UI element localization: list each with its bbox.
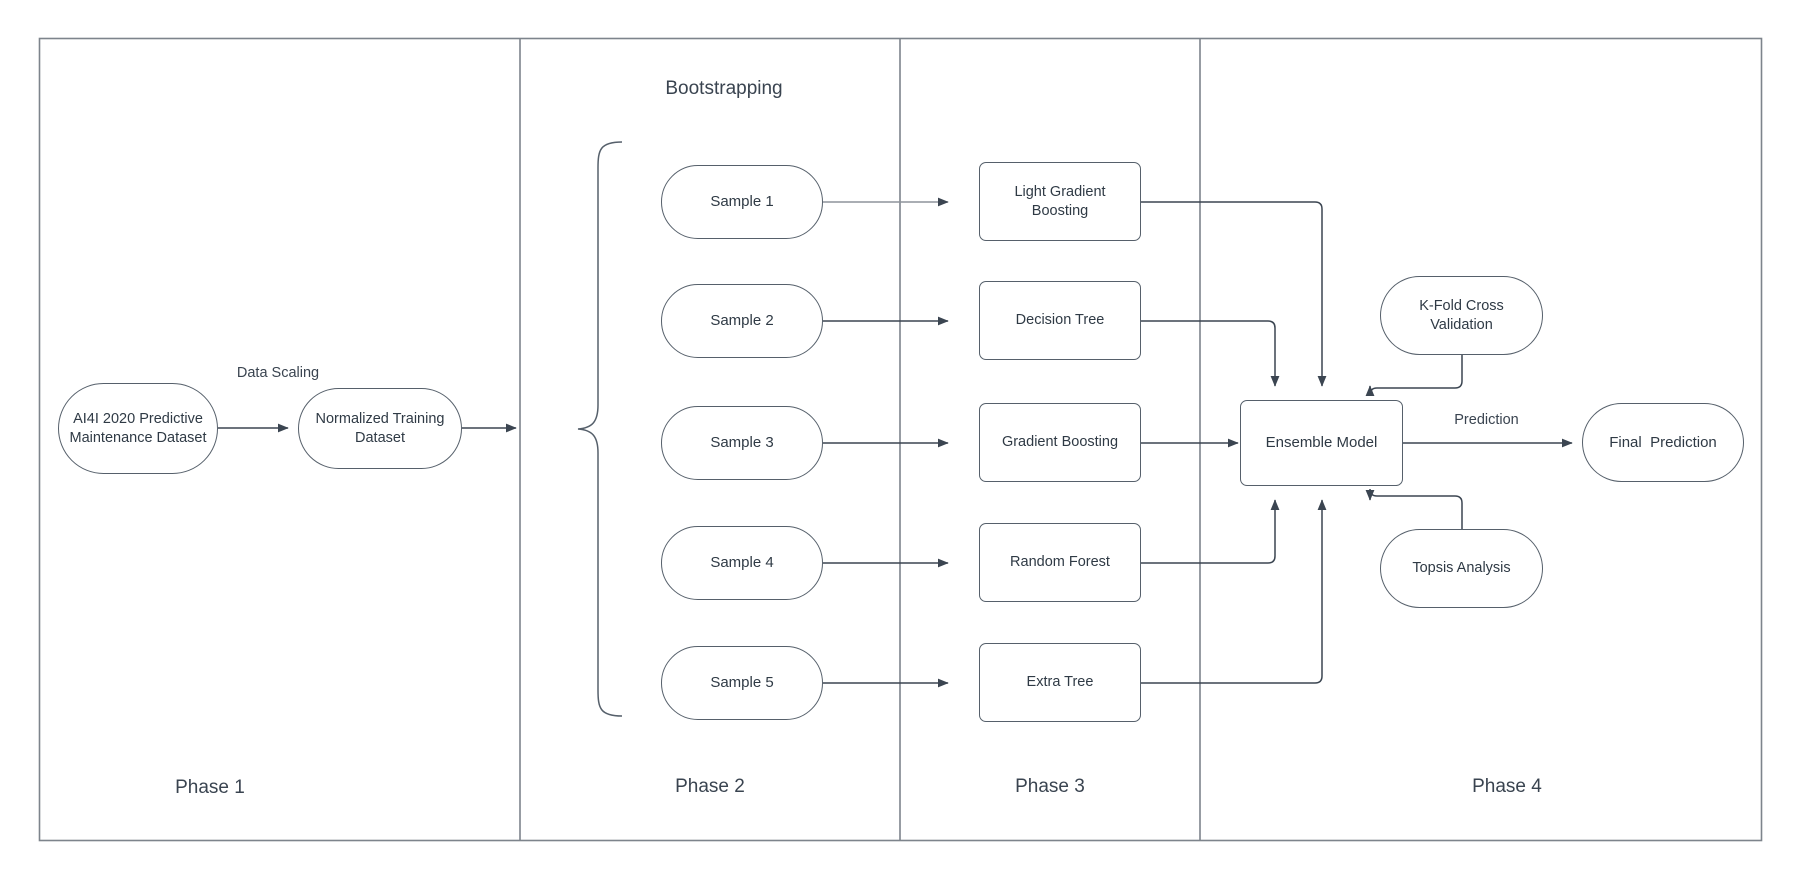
node-sample-3-label: Sample 3 xyxy=(710,434,774,452)
phase-label-1: Phase 1 xyxy=(175,777,245,798)
node-extra-tree-label: Extra Tree xyxy=(1026,674,1094,691)
node-sample-1-label: Sample 1 xyxy=(710,193,774,211)
node-ensemble-model-label: Ensemble Model xyxy=(1265,434,1378,452)
node-decision-tree-label: Decision Tree xyxy=(1015,312,1105,329)
edge-extratree-to-ensemble xyxy=(1141,499,1327,684)
edge-dtree-to-ensemble xyxy=(1141,320,1280,387)
node-topsis-analysis-label: Topsis Analysis xyxy=(1412,560,1511,577)
node-ensemble-model[interactable]: Ensemble Model xyxy=(1240,400,1403,486)
node-sample-4[interactable]: Sample 4 xyxy=(661,526,823,600)
bootstrapping-caption: Bootstrapping xyxy=(665,78,783,99)
node-sample-3[interactable]: Sample 3 xyxy=(661,406,823,480)
node-decision-tree[interactable]: Decision Tree xyxy=(979,281,1141,360)
node-sample-1[interactable]: Sample 1 xyxy=(661,165,823,239)
edge-label-data-scaling: Data Scaling xyxy=(236,365,320,381)
node-sample-5[interactable]: Sample 5 xyxy=(661,646,823,720)
node-final-prediction[interactable]: Final Prediction xyxy=(1582,403,1744,482)
node-normalized-dataset-label: Normalized Training Dataset xyxy=(315,410,445,446)
edge-rf-to-ensemble xyxy=(1141,499,1280,564)
node-gradient-boosting[interactable]: Gradient Boosting xyxy=(979,403,1141,482)
node-final-prediction-label: Final Prediction xyxy=(1609,433,1717,451)
node-sample-2-label: Sample 2 xyxy=(710,312,774,330)
node-kfold-cross-validation-label: K-Fold Cross Validation xyxy=(1419,297,1504,333)
node-ai4i-dataset-label: AI4I 2020 Predictive Maintenance Dataset xyxy=(69,410,207,446)
outer-frame xyxy=(38,37,1763,842)
edge-label-prediction: Prediction xyxy=(1454,412,1519,428)
node-gradient-boosting-label: Gradient Boosting xyxy=(1001,434,1119,451)
node-extra-tree[interactable]: Extra Tree xyxy=(979,643,1141,722)
node-light-gradient-boosting[interactable]: Light Gradient Boosting xyxy=(979,162,1141,241)
node-random-forest-label: Random Forest xyxy=(1010,554,1110,571)
phase-label-4: Phase 4 xyxy=(1472,776,1542,797)
edge-lgb-to-ensemble xyxy=(1141,201,1327,387)
node-random-forest[interactable]: Random Forest xyxy=(979,523,1141,602)
node-topsis-analysis[interactable]: Topsis Analysis xyxy=(1380,529,1543,608)
edge-topsis-to-ensemble xyxy=(1365,488,1463,529)
phase-label-3: Phase 3 xyxy=(1015,776,1085,797)
node-sample-5-label: Sample 5 xyxy=(710,674,774,692)
node-ai4i-dataset[interactable]: AI4I 2020 Predictive Maintenance Dataset xyxy=(58,383,218,474)
phase-label-2: Phase 2 xyxy=(675,776,745,797)
node-light-gradient-boosting-label: Light Gradient Boosting xyxy=(1014,183,1106,219)
node-sample-4-label: Sample 4 xyxy=(710,554,774,572)
node-kfold-cross-validation[interactable]: K-Fold Cross Validation xyxy=(1380,276,1543,355)
node-normalized-dataset[interactable]: Normalized Training Dataset xyxy=(298,388,462,469)
node-sample-2[interactable]: Sample 2 xyxy=(661,284,823,358)
edge-kfold-to-ensemble xyxy=(1365,355,1463,397)
bootstrap-brace xyxy=(577,141,623,717)
